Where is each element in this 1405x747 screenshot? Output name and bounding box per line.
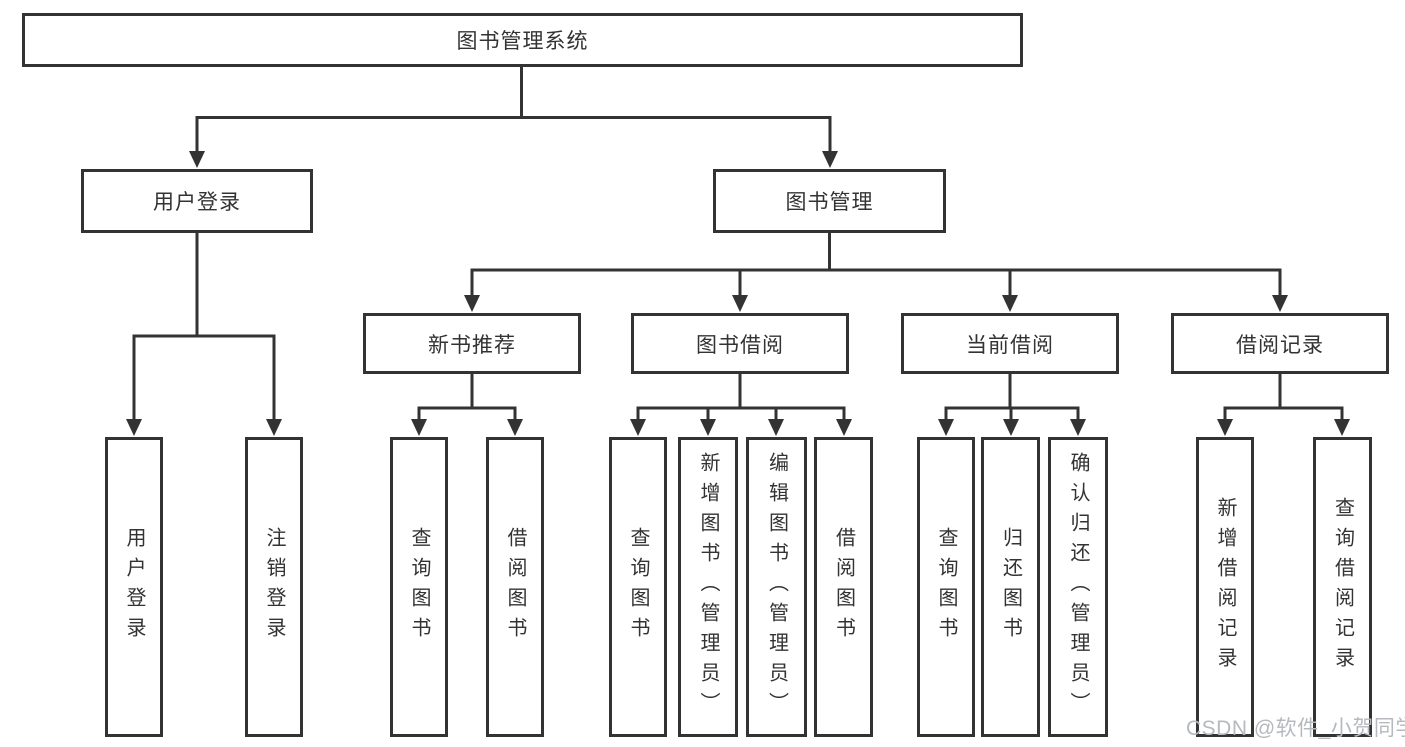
node-leaf-user-login: 用户登录 bbox=[105, 437, 163, 737]
node-current-borrow-label: 当前借阅 bbox=[966, 333, 1054, 357]
node-leaf-br-query-record: 查询借阅记录 bbox=[1313, 437, 1372, 737]
node-leaf-logout-label: 注销登录 bbox=[263, 527, 285, 647]
node-leaf-bb-query-book: 查询图书 bbox=[609, 437, 667, 737]
node-leaf-cb-query-book: 查询图书 bbox=[917, 437, 975, 737]
node-leaf-cb-return-book: 归还图书 bbox=[981, 437, 1040, 737]
node-leaf-nb-borrow-book-label: 借阅图书 bbox=[504, 527, 526, 647]
node-book-borrow-label: 图书借阅 bbox=[696, 333, 784, 357]
node-leaf-bb-add-book: 新增图书（管理员） bbox=[678, 437, 738, 737]
node-leaf-user-login-label: 用户登录 bbox=[123, 527, 145, 647]
node-leaf-logout: 注销登录 bbox=[245, 437, 303, 737]
node-leaf-cb-return-book-label: 归还图书 bbox=[999, 527, 1022, 647]
node-leaf-bb-borrow-book: 借阅图书 bbox=[814, 437, 873, 737]
node-leaf-nb-query-book: 查询图书 bbox=[390, 437, 448, 737]
csdn-watermark: CSDN @软件_小贺同学 bbox=[1186, 717, 1405, 740]
node-leaf-cb-confirm-return: 确认归还（管理员） bbox=[1048, 437, 1108, 737]
node-leaf-nb-query-book-label: 查询图书 bbox=[408, 527, 430, 647]
node-leaf-bb-add-book-label: 新增图书（管理员） bbox=[697, 452, 719, 722]
node-book-mgmt: 图书管理 bbox=[713, 169, 946, 233]
node-current-borrow: 当前借阅 bbox=[901, 313, 1119, 374]
node-leaf-cb-query-book-label: 查询图书 bbox=[935, 527, 957, 647]
node-leaf-br-add-record: 新增借阅记录 bbox=[1196, 437, 1254, 737]
node-user-login-label: 用户登录 bbox=[153, 191, 241, 214]
node-new-book-label: 新书推荐 bbox=[428, 333, 516, 357]
node-leaf-cb-confirm-return-label: 确认归还（管理员） bbox=[1067, 452, 1089, 722]
node-book-mgmt-label: 图书管理 bbox=[785, 191, 874, 214]
node-borrow-record-label: 借阅记录 bbox=[1236, 333, 1324, 357]
node-leaf-br-add-record-label: 新增借阅记录 bbox=[1214, 497, 1236, 677]
node-leaf-bb-edit-book-label: 编辑图书（管理员） bbox=[765, 452, 788, 722]
node-user-login: 用户登录 bbox=[81, 169, 313, 233]
node-book-borrow: 图书借阅 bbox=[631, 313, 849, 374]
node-leaf-bb-borrow-book-label: 借阅图书 bbox=[832, 527, 855, 647]
node-leaf-bb-edit-book: 编辑图书（管理员） bbox=[746, 437, 807, 737]
node-leaf-nb-borrow-book: 借阅图书 bbox=[486, 437, 544, 737]
node-root: 图书管理系统 bbox=[22, 13, 1023, 67]
node-borrow-record: 借阅记录 bbox=[1171, 313, 1389, 374]
node-leaf-br-query-record-label: 查询借阅记录 bbox=[1331, 497, 1354, 677]
node-leaf-bb-query-book-label: 查询图书 bbox=[627, 527, 649, 647]
node-new-book: 新书推荐 bbox=[363, 313, 581, 374]
node-root-label: 图书管理系统 bbox=[456, 30, 589, 53]
